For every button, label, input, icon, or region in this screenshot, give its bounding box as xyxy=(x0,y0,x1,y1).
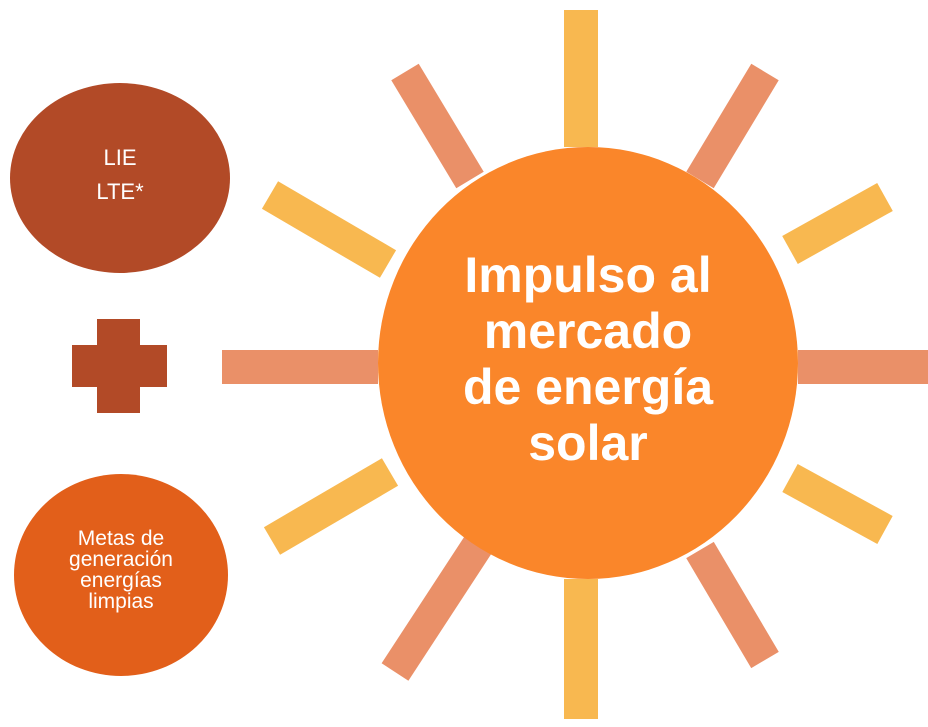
goals-line: energías xyxy=(80,569,162,592)
ray-right xyxy=(798,350,928,384)
solar-market-circle: Impulso al mercado de energía solar xyxy=(378,147,798,579)
main-title-line: solar xyxy=(528,415,648,471)
goals-line: limpias xyxy=(88,590,154,613)
plus-icon-horizontal-bar xyxy=(72,345,167,387)
lie-lte-line: LTE* xyxy=(96,179,144,204)
ray-left xyxy=(222,350,378,384)
lie-lte-line: LIE xyxy=(103,145,137,170)
goals-line: Metas de xyxy=(77,527,165,550)
main-title-line: Impulso al xyxy=(464,247,712,303)
clean-energy-goals-circle: Metas de generación energías limpias xyxy=(14,474,228,676)
ray-top xyxy=(564,10,598,147)
ray-upper-left-peach xyxy=(391,63,484,189)
ray-lower-left-yellow xyxy=(263,458,399,555)
ray-upper-right-yellow xyxy=(782,183,893,264)
main-title-line: de energía xyxy=(462,359,714,415)
lie-lte-circle: LIE LTE* xyxy=(10,83,230,273)
main-title-line: mercado xyxy=(483,303,693,359)
ray-upper-left-yellow xyxy=(261,181,397,278)
ray-bottom xyxy=(564,579,598,719)
ray-upper-right-peach xyxy=(686,63,779,189)
ray-lower-left-peach xyxy=(381,536,492,681)
ray-lower-right-peach xyxy=(686,541,779,669)
ray-lower-right-yellow xyxy=(782,463,893,545)
goals-line: generación xyxy=(69,548,173,571)
